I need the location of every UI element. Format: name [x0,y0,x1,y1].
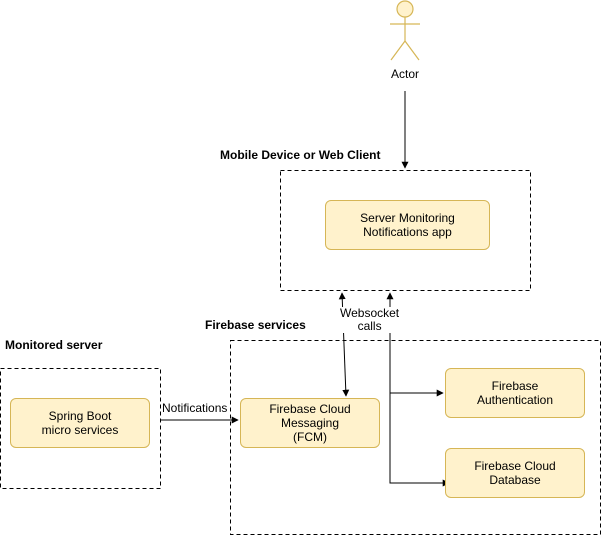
websocket-label-line1: Websocket [340,306,400,320]
firebase-group-label: Firebase services [205,318,306,332]
monitored-group-box [0,368,161,489]
node-label-line: Database [489,473,541,487]
node-label-line: (FCM) [293,430,327,444]
node-label-line: Spring Boot [48,409,112,423]
firebase-database-node[interactable]: Firebase Cloud Database [445,448,585,498]
node-label-line: Authentication [476,393,554,407]
client-group-label: Mobile Device or Web Client [220,148,381,162]
server-monitoring-app-node[interactable]: Server Monitoring Notifications app [325,200,490,250]
node-label-line: Messaging [280,416,340,430]
websocket-label-line2: calls [357,319,382,333]
client-group-box [280,170,531,291]
actor-figure [390,0,420,61]
node-label-line: micro services [41,423,119,437]
firebase-auth-node[interactable]: Firebase Authentication [445,368,585,418]
node-label-line: Firebase Cloud [474,459,556,473]
monitored-group-label: Monitored server [5,338,103,352]
database-to-client-edge [386,292,450,487]
node-label-line: Firebase [491,379,539,393]
node-label-line: Firebase Cloud [269,402,351,416]
actor-label: Actor [391,67,420,81]
node-label-line: Notifications app [363,225,452,239]
fcm-node[interactable]: Firebase Cloud Messaging (FCM) [240,398,380,448]
spring-boot-node[interactable]: Spring Boot micro services [10,398,150,448]
node-label-line: Server Monitoring [360,211,455,225]
notifications-edge-label: Notifications [162,401,228,415]
websocket-edge-label: Websocket calls [340,306,400,333]
